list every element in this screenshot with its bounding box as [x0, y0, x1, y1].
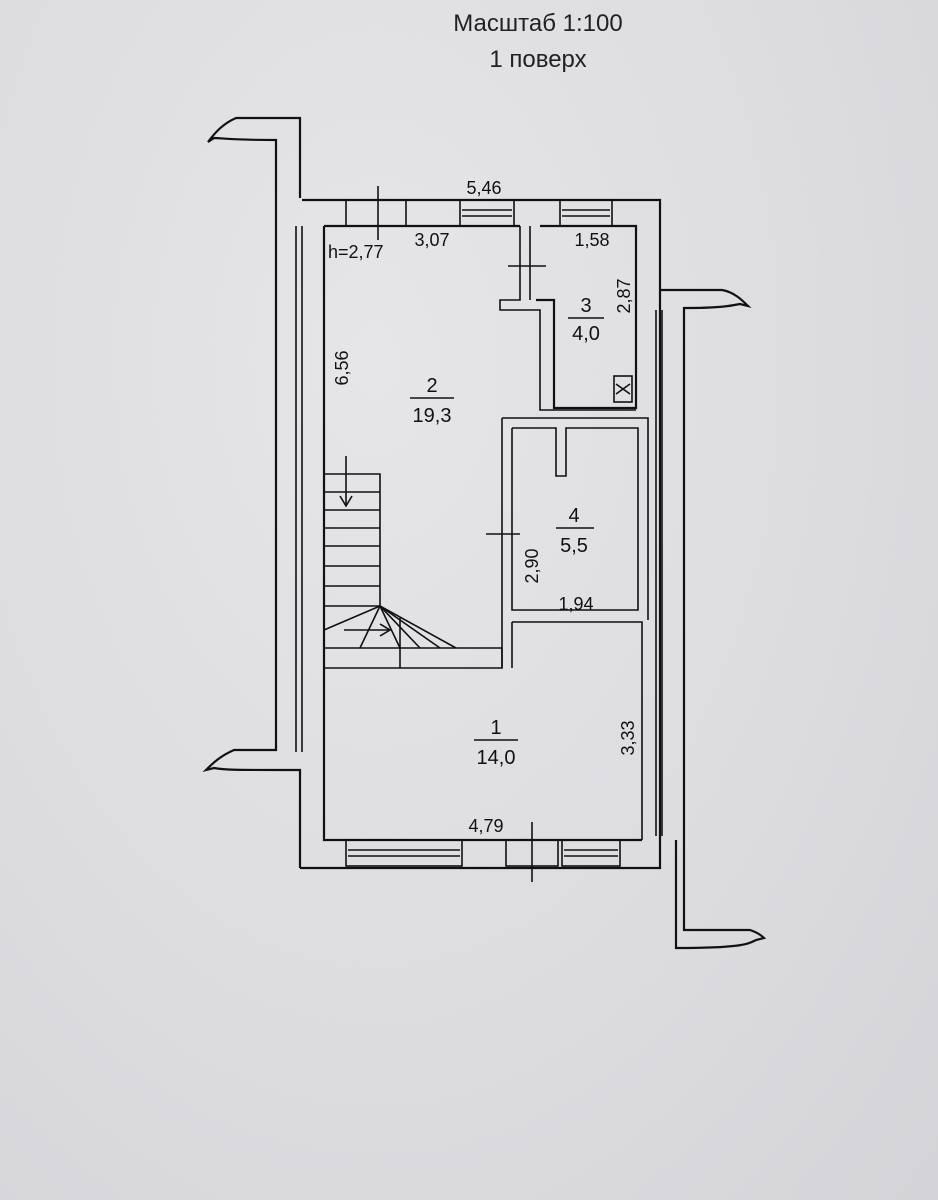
- room1-area: 14,0: [477, 747, 516, 769]
- dim-room3-width: 1,58: [574, 230, 609, 250]
- ceiling-height: h=2,77: [328, 242, 384, 262]
- room4-walls: [486, 417, 649, 668]
- room-label-1: 1 14,0: [474, 717, 518, 769]
- dim-room2-width: 3,07: [414, 230, 449, 250]
- bottom-window-left: [345, 839, 463, 867]
- room1-walls: [324, 621, 643, 840]
- bottom-window-right: [561, 839, 621, 867]
- room3-area: 4,0: [572, 323, 600, 345]
- room-label-4: 4 5,5: [556, 505, 594, 557]
- left-adjacent-wall: [202, 116, 303, 868]
- dim-room1-length: 3,33: [618, 720, 638, 755]
- room4-number: 4: [568, 505, 579, 527]
- staircase: [323, 456, 457, 668]
- floor-title: 1 поверх: [489, 46, 587, 73]
- right-adjacent-wall: [655, 288, 767, 950]
- room1-number: 1: [490, 717, 501, 739]
- room-label-2: 2 19,3: [410, 375, 454, 427]
- dim-room3-length: 2,87: [614, 278, 634, 313]
- scale-title: Масштаб 1:100: [453, 10, 623, 37]
- top-window-right: [559, 199, 613, 227]
- top-window-left: [345, 199, 407, 227]
- room-label-3: 3 4,0: [568, 295, 604, 345]
- dim-room4-length: 2,90: [522, 548, 542, 583]
- room3-number: 3: [580, 295, 591, 317]
- dim-room1-width: 4,79: [468, 816, 503, 836]
- room2-number: 2: [426, 375, 437, 397]
- room4-area: 5,5: [560, 535, 588, 557]
- room2-area: 19,3: [413, 405, 452, 427]
- dim-overall-top: 5,46: [466, 178, 501, 198]
- room3-walls: [499, 226, 636, 411]
- top-window-middle: [459, 199, 515, 227]
- dim-room4-width: 1,94: [558, 594, 593, 614]
- bottom-door: [505, 822, 559, 882]
- dim-room2-length: 6,56: [332, 350, 352, 385]
